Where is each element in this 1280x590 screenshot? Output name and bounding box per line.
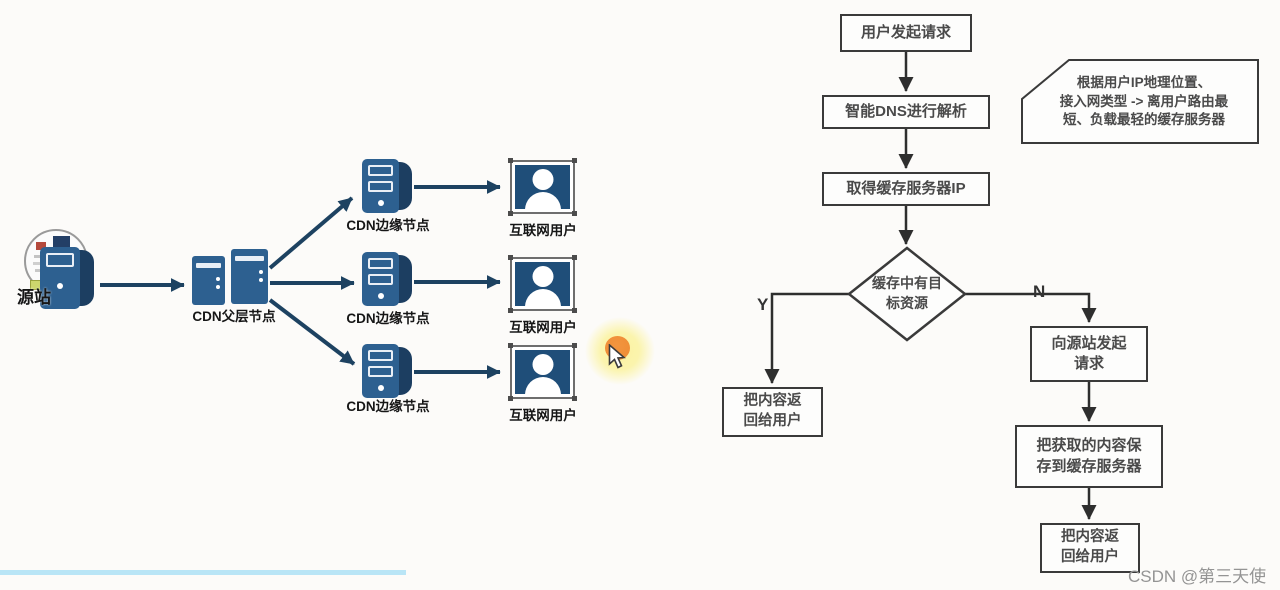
arrow-parent-to-edge3	[268, 298, 356, 366]
branch-label-no: N	[1033, 282, 1046, 301]
flow-box-save-cache: 把获取的内容保 存到缓存服务器	[1015, 425, 1163, 488]
flow-box-origin-request: 向源站发起 请求	[1030, 326, 1148, 382]
flow-box-return-user-left: 把内容返 回给用户	[722, 387, 823, 437]
user-label: 互联网用户	[509, 320, 577, 335]
flow-box-return-user-right: 把内容返 回给用户	[1040, 523, 1140, 573]
edge-server-icon	[362, 344, 412, 398]
branch-label-yes: Y	[757, 295, 769, 314]
parent-tower-icon	[192, 256, 225, 305]
flow-box-dns: 智能DNS进行解析	[822, 95, 990, 129]
decision-text: 缓存中有目 标资源	[872, 275, 942, 311]
parent-node-label: CDN父层节点	[192, 309, 276, 324]
user-label: 互联网用户	[509, 408, 577, 423]
flow-box-request: 用户发起请求	[840, 14, 972, 52]
user-photo-icon	[508, 343, 577, 401]
user-label: 互联网用户	[509, 223, 577, 238]
annotation-callout-text: 根据用户IP地理位置、 接入网类型 -> 离用户路由最 短、负载最轻的缓存服务器	[1059, 74, 1229, 128]
edge-server-icon	[362, 252, 412, 306]
origin-server-icon	[40, 247, 94, 309]
arrow-no-branch	[965, 292, 1097, 324]
decision-diamond	[846, 246, 968, 342]
arrow-yes-branch	[764, 292, 849, 385]
cursor-icon	[608, 344, 626, 369]
user-photo-icon	[508, 255, 577, 313]
origin-label: 源站	[17, 288, 51, 307]
edge-node-label: CDN边缘节点	[346, 399, 430, 414]
arrow-parent-to-edge1	[268, 196, 354, 270]
watermark-text: CSDN @第三天使	[1128, 567, 1267, 586]
edge-node-label: CDN边缘节点	[346, 311, 430, 326]
edge-server-icon	[362, 159, 412, 213]
edge-node-label: CDN边缘节点	[346, 218, 430, 233]
parent-tower-icon	[231, 249, 268, 304]
user-photo-icon	[508, 158, 577, 216]
flow-box-get-ip: 取得缓存服务器IP	[822, 172, 990, 206]
annotation-callout-shape	[1021, 59, 1259, 144]
video-progress-bar[interactable]	[0, 570, 406, 575]
